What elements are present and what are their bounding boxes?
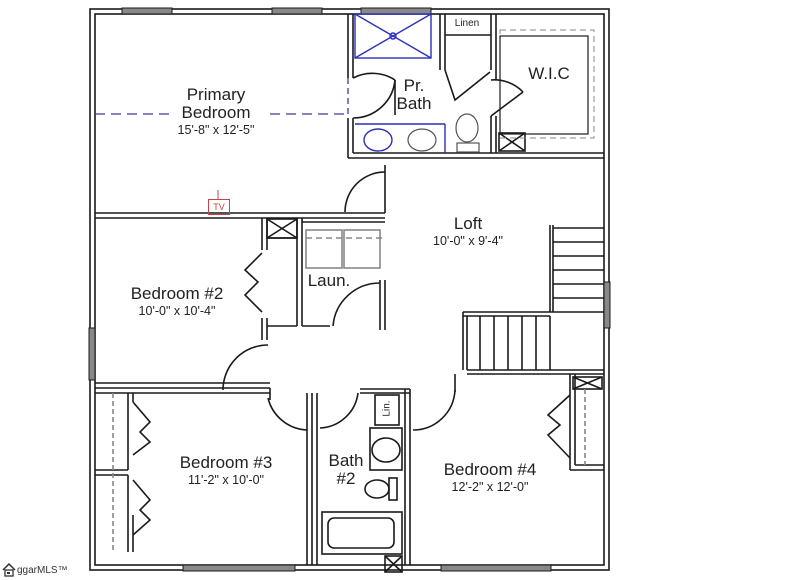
room-name: Pr. [403,76,425,95]
room-label-laundry: Laun. [308,272,351,290]
room-label-linen: Linen [454,18,480,29]
room-label-primary-bath: Pr. Bath [397,77,432,113]
room-name: Bath [328,451,364,470]
room-label-loft: Loft 10'-0" x 9'-4" [433,215,503,248]
room-label-bedroom-4: Bedroom #4 12'-2" x 12'-0" [444,461,537,494]
room-label-bedroom-3: Bedroom #3 11'-2" x 10'-0" [180,454,273,487]
primary-bath-fixtures [354,13,446,153]
room-name-line2: #2 [336,468,356,488]
room-name: Laun. [307,271,351,290]
room-label-primary-bedroom: Primary Bedroom 15'-8" x 12'-5" [178,86,255,137]
room-name: Primary [186,85,246,104]
room-name: Bedroom #2 [130,284,224,303]
room-name: Bedroom #3 [179,453,273,472]
staircase [462,225,604,375]
room-name: W.I.C [528,64,570,83]
tv-marker: TV [208,199,230,215]
room-name-line2: Bath [396,93,432,113]
room-dimensions: 12'-2" x 12'-0" [451,479,529,494]
room-name-line2: Bedroom [181,102,251,122]
room-label-wic: W.I.C [528,65,570,83]
room-label-linen-2: Lin. [381,400,393,417]
room-name: Bedroom #4 [443,460,537,479]
house-icon [2,563,16,577]
room-dimensions: 11'-2" x 10'-0" [188,472,264,487]
room-name: Loft [453,214,483,233]
room-dimensions: 15'-8" x 12'-5" [177,122,255,137]
watermark-text: ggarMLS™ [17,564,68,576]
room-dimensions: 10'-0" x 10'-4" [138,303,216,318]
room-label-bath-2: Bath #2 [329,452,364,488]
watermark: ggarMLS™ [2,563,68,577]
room-dimensions: 10'-0" x 9'-4" [433,233,503,248]
room-label-bedroom-2: Bedroom #2 10'-0" x 10'-4" [131,285,224,318]
